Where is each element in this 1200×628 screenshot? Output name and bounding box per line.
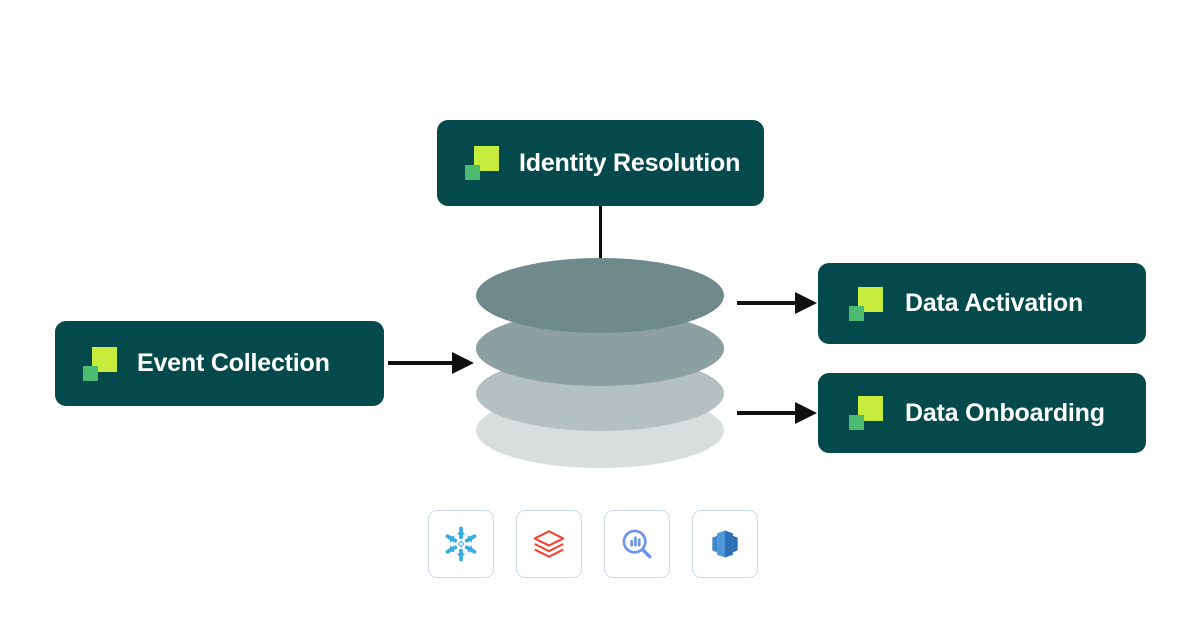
arrow-warehouse-to-onboarding	[737, 402, 817, 424]
node-data-activation-label: Data Activation	[905, 289, 1084, 317]
brand-square-logo-icon	[849, 396, 883, 430]
brand-square-logo-icon	[465, 146, 499, 180]
redshift-icon	[706, 525, 744, 563]
warehouse-integrations-row	[428, 510, 758, 578]
brand-square-logo-icon	[83, 346, 117, 381]
node-event-collection[interactable]: Event Collection	[55, 321, 384, 406]
snowflake-icon	[442, 525, 480, 563]
node-event-collection-label: Event Collection	[137, 349, 330, 377]
bigquery-icon	[618, 525, 656, 563]
warehouse-tile-snowflake[interactable]	[428, 510, 494, 578]
brand-square-logo-icon	[849, 286, 883, 321]
node-data-onboarding-label: Data Onboarding	[905, 398, 1105, 427]
node-identity-resolution-label: Identity Resolution	[519, 148, 741, 177]
node-identity-resolution[interactable]: Identity Resolution	[437, 120, 764, 206]
warehouse-tile-databricks[interactable]	[516, 510, 582, 578]
warehouse-layer-1	[476, 258, 724, 333]
node-data-activation[interactable]: Data Activation	[818, 263, 1146, 344]
node-data-onboarding[interactable]: Data Onboarding	[818, 373, 1146, 453]
warehouse-tile-redshift[interactable]	[692, 510, 758, 578]
databricks-icon	[530, 525, 568, 563]
arrow-event-to-warehouse	[388, 352, 474, 374]
arrow-warehouse-to-activation	[737, 292, 817, 314]
data-warehouse-stack	[476, 252, 724, 468]
connector-identity-to-warehouse	[599, 205, 602, 267]
warehouse-tile-bigquery[interactable]	[604, 510, 670, 578]
